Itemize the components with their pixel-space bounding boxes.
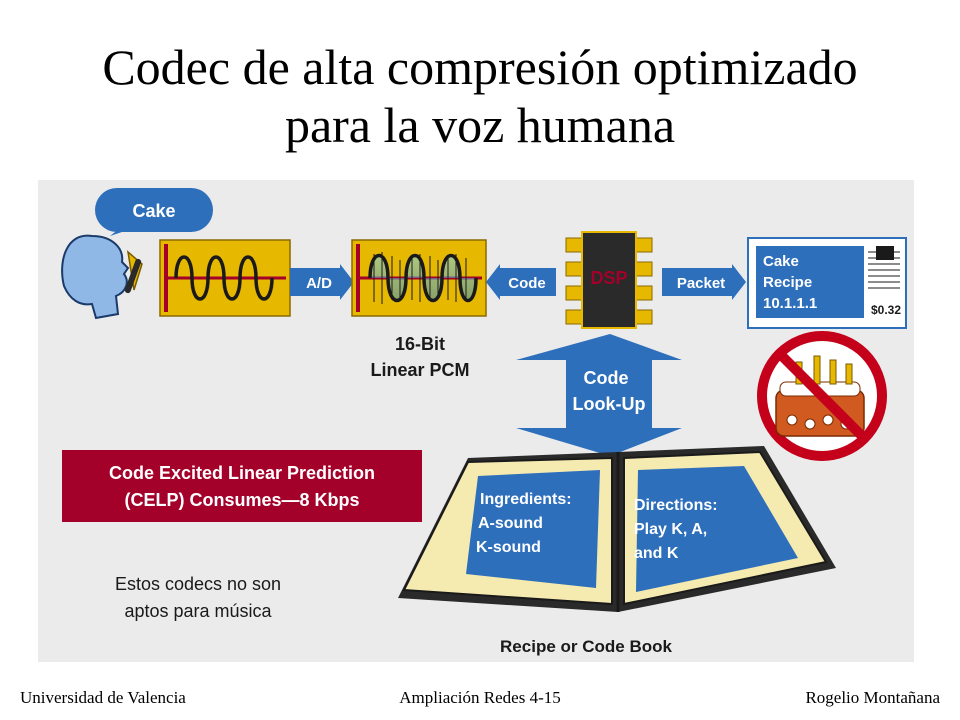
book-caption: Recipe or Code Book — [500, 637, 672, 656]
pcm-wave-box — [351, 239, 487, 317]
code-lookup-arrow: Code Look-Up — [516, 334, 682, 456]
speech-bubble: Cake — [95, 188, 213, 236]
book-right-line2: Play K, A, — [634, 521, 707, 538]
packet-arrow: Packet — [662, 264, 746, 300]
note-line2: aptos para música — [124, 601, 272, 621]
code-book-icon: Ingredients: A-sound K-sound Directions:… — [398, 446, 836, 612]
packet-label: Packet — [677, 275, 725, 292]
speaker-head-icon — [61, 234, 143, 320]
footer-left: Universidad de Valencia — [20, 688, 186, 707]
ad-label: A/D — [306, 275, 332, 292]
book-right-line3: and K — [634, 545, 679, 562]
lookup-label-line1: Code — [584, 368, 629, 388]
footer-right: Rogelio Montañana — [805, 688, 940, 707]
celp-line1: Code Excited Linear Prediction — [109, 463, 375, 483]
lookup-label-line2: Look-Up — [573, 394, 646, 414]
pcm-label-line1: 16-Bit — [395, 334, 445, 354]
packet-card: Cake Recipe 10.1.1.1 $0.32 — [747, 237, 907, 329]
code-arrow: Code — [486, 264, 556, 300]
packet-text-line3: 10.1.1.1 — [763, 295, 817, 312]
title-line-1: Codec de alta compresión optimizado — [102, 39, 858, 95]
slide-title: Codec de alta compresión optimizado para… — [0, 38, 960, 154]
celp-box: Code Excited Linear Prediction (CELP) Co… — [62, 450, 422, 522]
packet-text-line1: Cake — [763, 253, 799, 270]
book-right-line1: Directions: — [634, 497, 718, 514]
note-line1: Estos codecs no son — [115, 574, 281, 594]
speech-bubble-text: Cake — [132, 201, 175, 221]
packet-price: $0.32 — [871, 303, 901, 317]
book-left-line1: Ingredients: — [480, 491, 572, 508]
no-cake-icon — [757, 331, 887, 461]
celp-line2: (CELP) Consumes—8 Kbps — [124, 490, 359, 510]
book-left-line2: A-sound — [478, 515, 543, 532]
dsp-chip-icon: DSP — [565, 231, 653, 329]
footer-center: Ampliación Redes 4-15 — [399, 688, 561, 707]
analog-wave-box — [159, 239, 291, 317]
book-left-line3: K-sound — [476, 539, 541, 556]
pcm-label-line2: Linear PCM — [370, 360, 469, 380]
code-label: Code — [508, 275, 546, 292]
dsp-label: DSP — [590, 268, 627, 288]
packet-text-line2: Recipe — [763, 274, 812, 291]
ad-arrow: A/D — [290, 264, 354, 300]
title-line-2: para la voz humana — [284, 97, 676, 153]
